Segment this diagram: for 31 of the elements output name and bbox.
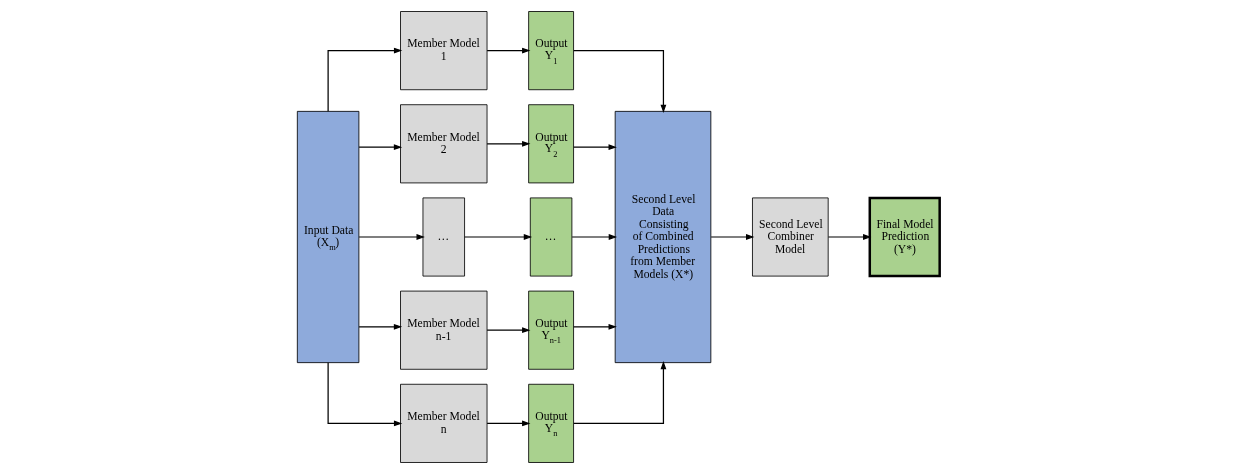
- arrow: [327, 362, 403, 427]
- node-box: Output Y$_{1}$: [528, 11, 574, 91]
- node-box: Second Level Combiner Model: [752, 197, 829, 277]
- arrow: [486, 140, 531, 147]
- node-box: …: [422, 197, 465, 277]
- arrow: [486, 327, 531, 334]
- node-box: Output Y$_{2}$: [528, 104, 574, 184]
- node-box: Member Model n-1: [400, 290, 488, 370]
- node-box: Second Level Data Consisting of Combined Predictions from Member Models (X*): [614, 110, 712, 364]
- node-box: …: [529, 197, 573, 277]
- arrow: [573, 360, 667, 424]
- node-box: Final Model Prediction (Y*): [868, 196, 941, 278]
- arrow: [358, 323, 403, 330]
- node-box: Member Model 2: [400, 104, 488, 184]
- arrow: [464, 234, 533, 240]
- arrow: [486, 420, 531, 427]
- arrow: [571, 234, 618, 240]
- node-box: Member Model n: [400, 383, 488, 463]
- node-box: Output Y$_{n-1}$: [528, 290, 574, 370]
- node-box: Member Model 1: [400, 11, 488, 91]
- arrow: [573, 50, 667, 114]
- arrow: [327, 47, 403, 112]
- arrow: [573, 144, 617, 151]
- node-box: Output Y$_{n}$: [528, 383, 574, 463]
- arrow: [358, 144, 403, 151]
- arrow: [573, 323, 617, 330]
- node-box: Input Data (X$_{m}$): [296, 110, 360, 364]
- arrow: [827, 234, 872, 240]
- arrow: [710, 234, 755, 240]
- arrow: [486, 47, 531, 54]
- arrow: [358, 234, 425, 240]
